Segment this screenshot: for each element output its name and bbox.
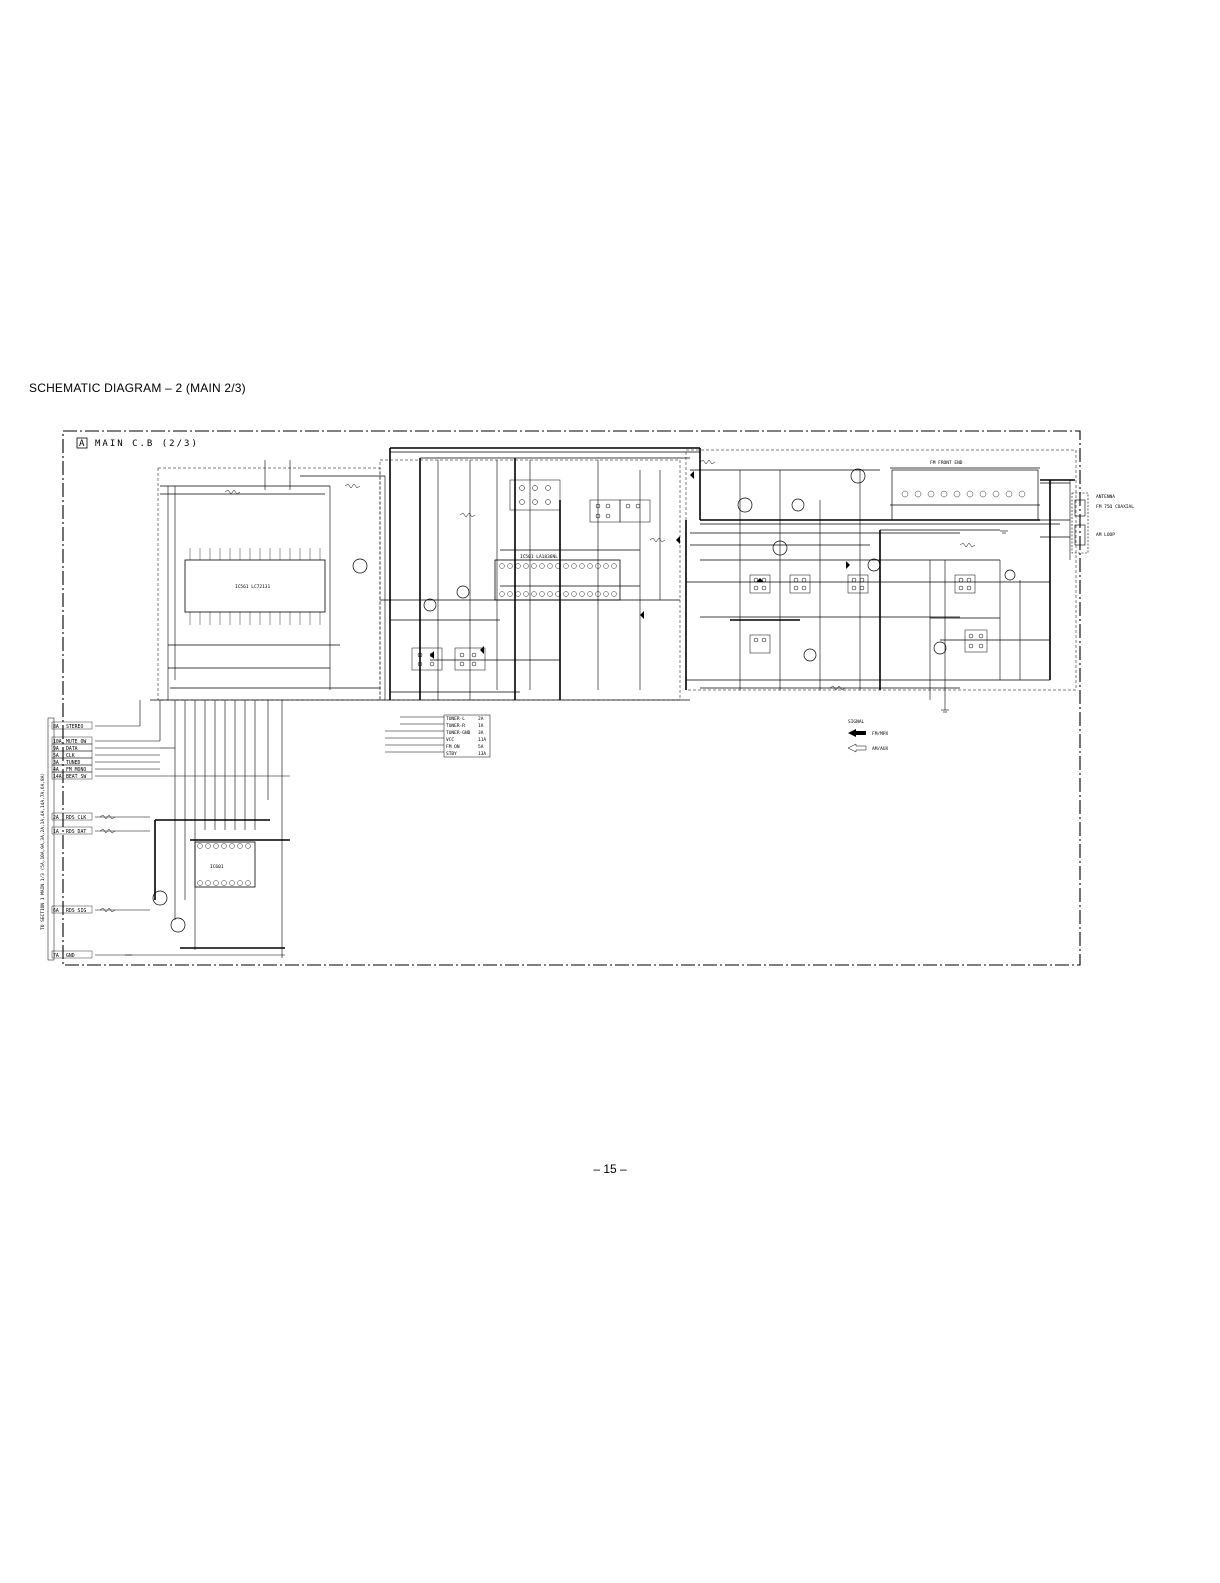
left-connector: 8A STEREO 10A MUTE OW 9A DATA 5A CLK 3A … bbox=[47, 717, 93, 961]
schematic-border bbox=[62, 430, 1081, 966]
fm-front-end: FM FRONT END bbox=[891, 460, 1039, 521]
svg-text:11A: 11A bbox=[478, 737, 486, 743]
svg-text:10A: 10A bbox=[53, 739, 62, 745]
svg-text:5A: 5A bbox=[478, 744, 484, 750]
svg-text:SIGNAL: SIGNAL bbox=[848, 719, 865, 725]
svg-text:DATA: DATA bbox=[66, 746, 78, 752]
svg-text:TUNER-R: TUNER-R bbox=[446, 723, 465, 729]
svg-text:ANTENNA: ANTENNA bbox=[1096, 494, 1115, 500]
svg-text:RDS CLK: RDS CLK bbox=[66, 815, 86, 821]
antenna-terminal: ANTENNA FM 75Ω COAXIAL AM LOOP bbox=[1071, 492, 1134, 554]
ground-symbols bbox=[125, 530, 1008, 956]
side-note: TO SECTION 1 MAIN 1/3 (5A,10A,9A,3A,2A,1… bbox=[40, 773, 46, 930]
svg-text:6A: 6A bbox=[53, 908, 59, 914]
svg-text:3A: 3A bbox=[53, 760, 59, 766]
board-title: MAIN C.B (2/3) bbox=[95, 439, 199, 449]
svg-text:FM FRONT END: FM FRONT END bbox=[930, 460, 963, 466]
board-marker: A bbox=[79, 439, 86, 449]
page-heading: SCHEMATIC DIAGRAM – 2 (MAIN 2/3) bbox=[29, 381, 246, 395]
svg-text:2A: 2A bbox=[478, 716, 484, 722]
ic-left: IC561 LC72131 bbox=[184, 548, 326, 625]
svg-text:TUNER-L: TUNER-L bbox=[446, 716, 465, 722]
svg-text:13A: 13A bbox=[478, 751, 486, 757]
svg-text:4A: 4A bbox=[53, 767, 59, 773]
svg-text:3A: 3A bbox=[478, 730, 484, 736]
svg-text:1A: 1A bbox=[53, 829, 59, 835]
ic-main: IC501 LA1836NL bbox=[494, 554, 621, 601]
svg-text:2A: 2A bbox=[53, 815, 59, 821]
svg-text:5A: 5A bbox=[53, 753, 59, 759]
signal-arrows bbox=[430, 471, 850, 659]
page-number: – 15 – bbox=[593, 1162, 627, 1176]
svg-text:CLK: CLK bbox=[66, 753, 75, 759]
svg-text:IC561 LC72131: IC561 LC72131 bbox=[235, 584, 271, 590]
svg-text:BEAT SW: BEAT SW bbox=[66, 774, 86, 780]
svg-text:MUTE OW: MUTE OW bbox=[66, 739, 86, 745]
signal-legend: SIGNAL FM/MPX AM/AUX bbox=[847, 719, 889, 753]
svg-text:STBY: STBY bbox=[446, 751, 457, 757]
svg-text:GND: GND bbox=[66, 953, 75, 959]
coils bbox=[411, 479, 988, 671]
svg-text:TUNED: TUNED bbox=[66, 760, 81, 766]
svg-text:9A: 9A bbox=[53, 746, 59, 752]
resistors bbox=[99, 459, 976, 913]
svg-text:8A: 8A bbox=[53, 724, 59, 730]
transistors bbox=[152, 468, 1016, 933]
svg-text:FM/MPX: FM/MPX bbox=[872, 731, 889, 737]
svg-text:RDS DAT: RDS DAT bbox=[66, 829, 86, 835]
svg-text:FM MONO: FM MONO bbox=[66, 767, 86, 773]
tuner-connector: TUNER-L 2A TUNER-R 1A TUNER-GND 3A VCC 1… bbox=[385, 714, 491, 758]
svg-text:IC501 LA1836NL: IC501 LA1836NL bbox=[520, 554, 558, 560]
svg-text:IC601: IC601 bbox=[210, 864, 224, 870]
svg-text:FM ON: FM ON bbox=[446, 744, 460, 750]
svg-text:1A: 1A bbox=[478, 723, 484, 729]
svg-text:7A: 7A bbox=[53, 953, 59, 959]
svg-text:14A: 14A bbox=[53, 774, 62, 780]
svg-text:AM/AUX: AM/AUX bbox=[872, 746, 889, 752]
svg-text:AM LOOP: AM LOOP bbox=[1096, 532, 1115, 538]
svg-text:VCC: VCC bbox=[446, 737, 454, 743]
svg-text:TUNER-GND: TUNER-GND bbox=[446, 730, 471, 736]
ic-rds: IC601 bbox=[194, 841, 256, 888]
svg-text:RDS SIG: RDS SIG bbox=[66, 908, 86, 914]
svg-text:STEREO: STEREO bbox=[66, 724, 83, 730]
svg-text:FM 75Ω COAXIAL: FM 75Ω COAXIAL bbox=[1096, 504, 1134, 510]
